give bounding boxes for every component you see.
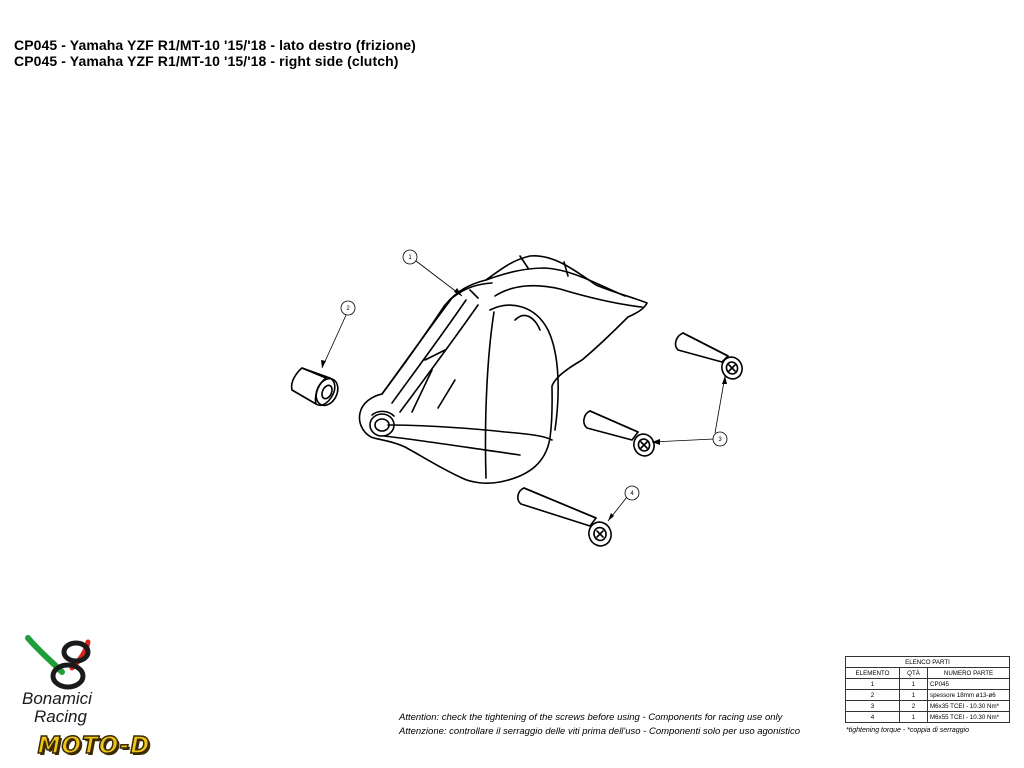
callout-1 <box>402 249 418 265</box>
callout-1-label: 1 <box>408 255 412 261</box>
row-element: 2 <box>845 689 900 701</box>
row-part-number: CP045 <box>927 678 1010 690</box>
callout-2 <box>340 300 356 316</box>
row-quantity: 2 <box>899 700 928 712</box>
brand-name-line2: Racing <box>34 707 87 726</box>
warning-note-italian: Attenzione: controllare il serraggio del… <box>399 726 801 737</box>
table-row: 1 1 CP045 <box>845 678 1010 690</box>
header-element: ELEMENTO <box>845 667 900 679</box>
part-1-bracket <box>358 255 648 485</box>
table-row: 3 2 M6x35 TCEI - 10.30 Nm* <box>845 700 1010 712</box>
brand-name-line1: Bonamici <box>22 689 92 708</box>
warning-note-english: Attention: check the tightening of the s… <box>399 712 783 723</box>
header-quantity: QTÀ <box>899 667 928 679</box>
part-3-screw-lower <box>583 410 655 457</box>
header-part-number: NUMERO PARTE <box>927 667 1010 679</box>
part-3-screw-upper <box>674 332 743 380</box>
parts-list-table: ELENCO PARTI ELEMENTO QTÀ NUMERO PARTE 1… <box>845 656 1010 723</box>
torque-footnote: *tightening torque - *coppia di serraggi… <box>846 727 969 734</box>
callout-3-label: 3 <box>718 437 722 443</box>
part-2-spacer <box>290 367 339 407</box>
callout-2-label: 2 <box>346 306 350 312</box>
row-quantity: 1 <box>899 711 928 723</box>
bonamici-racing-logo <box>25 635 91 690</box>
callout-3 <box>712 431 728 447</box>
drawing-title-italian: CP045 - Yamaha YZF R1/MT-10 '15/'18 - la… <box>14 37 416 53</box>
callout-4-label: 4 <box>630 491 634 497</box>
moto-d-logo: MOTO-D <box>37 732 151 760</box>
row-part-number: spessore 18mm ø13-ø6 <box>927 689 1010 701</box>
row-part-number: M6x35 TCEI - 10.30 Nm* <box>927 700 1010 712</box>
part-4-screw-long <box>517 487 612 547</box>
callout-4 <box>624 485 640 501</box>
row-quantity: 1 <box>899 678 928 690</box>
row-element: 1 <box>845 678 900 690</box>
table-row: 2 1 spessore 18mm ø13-ø6 <box>845 689 1010 701</box>
row-quantity: 1 <box>899 689 928 701</box>
parts-table-title-row: ELENCO PARTI <box>845 656 1010 668</box>
drawing-title-english: CP045 - Yamaha YZF R1/MT-10 '15/'18 - ri… <box>14 53 399 69</box>
parts-table-title: ELENCO PARTI <box>845 656 1010 668</box>
row-element: 3 <box>845 700 900 712</box>
row-part-number: M6x55 TCEI - 10.30 Nm* <box>927 711 1010 723</box>
parts-table-header-row: ELEMENTO QTÀ NUMERO PARTE <box>845 667 1010 679</box>
row-element: 4 <box>845 711 900 723</box>
table-row: 4 1 M6x55 TCEI - 10.30 Nm* <box>845 711 1010 723</box>
